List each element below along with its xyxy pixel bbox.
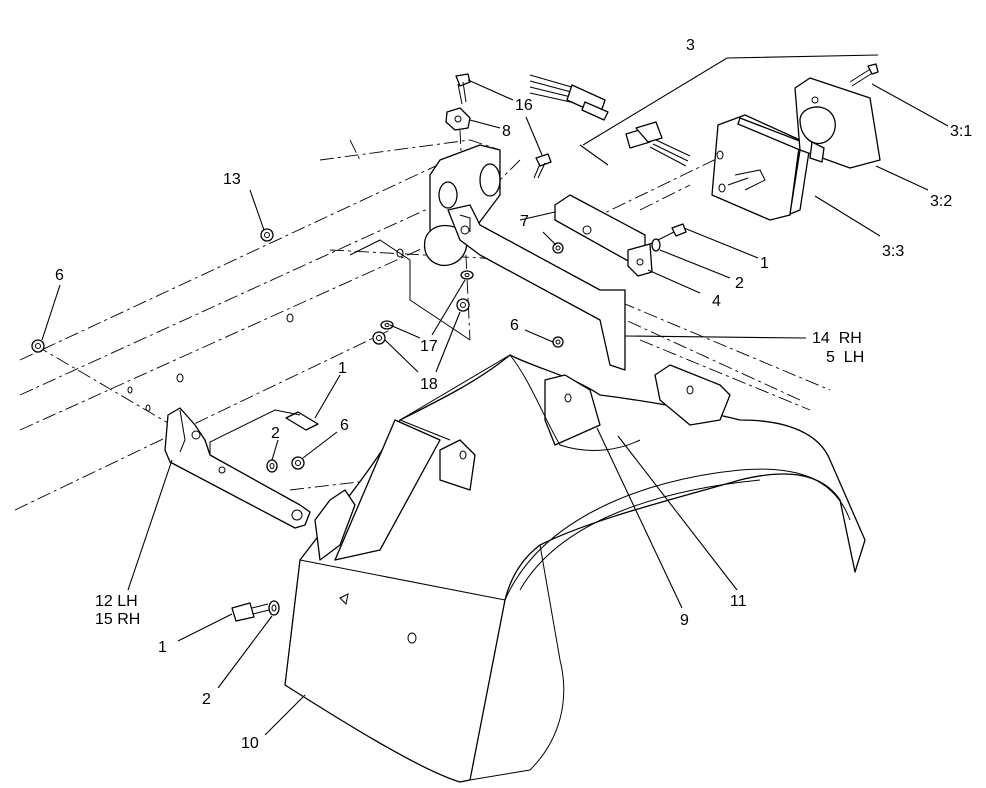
callout-1-top: 1 — [760, 255, 769, 272]
bolt-part-16-mid — [533, 153, 552, 179]
callout-18: 18 — [420, 376, 438, 393]
callout-11: 11 — [730, 593, 747, 610]
callout-4: 4 — [712, 293, 721, 310]
callout-9: 9 — [680, 612, 689, 629]
leader-lines — [41, 79, 949, 736]
lamp-bracket — [447, 204, 626, 371]
screw-3-1 — [849, 63, 879, 87]
callout-3-3: 3:3 — [882, 243, 904, 260]
callout-labels: 3 3:1 3:2 3:3 16 8 13 7 1 2 4 6 6 14 RH … — [55, 37, 972, 752]
callout-5-lh: 5 LH — [826, 349, 864, 366]
callout-6-mid: 6 — [510, 317, 519, 334]
wire-connector-top — [529, 74, 609, 121]
callout-6-left: 6 — [55, 267, 64, 284]
mounting-bracket — [164, 407, 311, 529]
callout-1-mid: 1 — [338, 360, 347, 377]
clip-part-8 — [445, 107, 471, 131]
callout-3-2: 3:2 — [930, 193, 952, 210]
callout-12-lh: 12 LH — [95, 593, 138, 610]
callout-1-bottom: 1 — [158, 639, 167, 656]
callout-14-rh: 14 RH — [812, 330, 862, 347]
callout-2-top: 2 — [735, 275, 744, 292]
callout-3: 3 — [686, 37, 695, 54]
callout-13: 13 — [223, 171, 241, 188]
lamp-wire-connector — [625, 121, 691, 167]
callout-17: 17 — [420, 338, 438, 355]
callout-7: 7 — [520, 213, 529, 230]
callout-2-mid: 2 — [271, 425, 280, 442]
callout-3-1: 3:1 — [950, 123, 972, 140]
lamp-bulb-socket-3-2 — [794, 77, 881, 169]
lamp-mount-plate-4 — [554, 194, 653, 277]
callout-16: 16 — [515, 97, 533, 114]
lamp-lens-housing-3-3 — [711, 114, 811, 221]
fender-part-10 — [284, 354, 866, 783]
frame-block — [127, 144, 501, 412]
callout-2-bottom: 2 — [202, 691, 211, 708]
callout-6-bracket: 6 — [340, 417, 349, 434]
bolt-part-16-top — [455, 73, 471, 105]
assembly-3-bracket-line — [579, 54, 879, 166]
callout-10: 10 — [241, 735, 259, 752]
callout-15-rh: 15 RH — [95, 611, 140, 628]
callout-8: 8 — [502, 123, 511, 140]
